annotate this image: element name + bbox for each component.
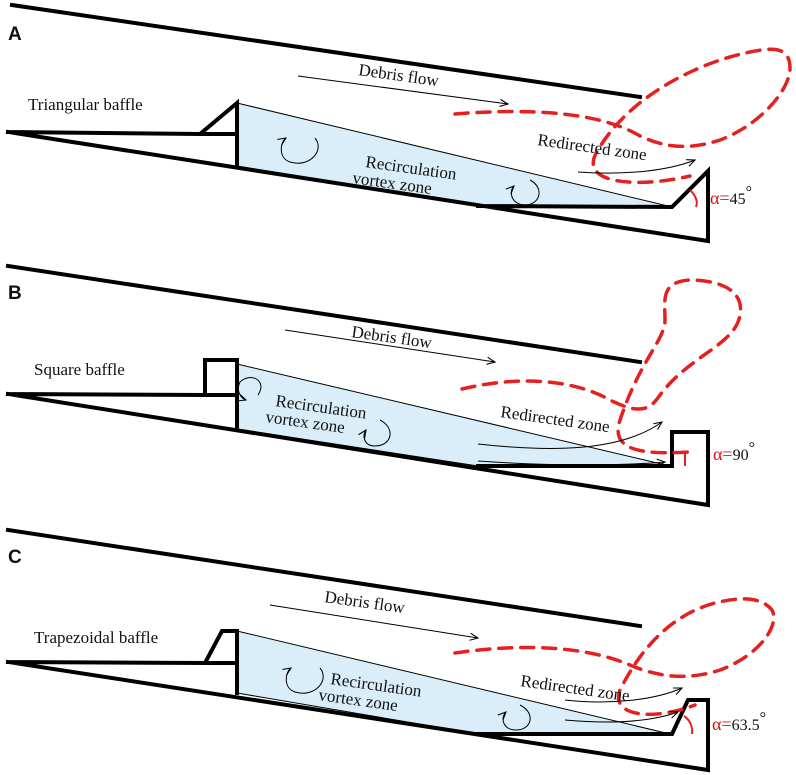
redirected-zone-outline bbox=[453, 597, 776, 717]
vortex-arrow-left bbox=[281, 138, 319, 164]
channel-outline bbox=[5, 358, 710, 508]
redirected-zone-outline bbox=[460, 278, 743, 455]
baffle-label: Square baffle bbox=[34, 360, 125, 379]
redirect-arrow bbox=[477, 422, 662, 450]
panel-letter: A bbox=[8, 24, 22, 45]
redirected-zone-label: Redirected zone bbox=[519, 671, 631, 705]
redirected-zone-outline bbox=[453, 47, 792, 185]
channel-outline bbox=[5, 629, 710, 773]
baffle-label: Triangular baffle bbox=[28, 95, 143, 114]
vortex-arrow-right bbox=[511, 179, 540, 206]
redirect-arrow bbox=[577, 160, 695, 174]
vortex-arrow-left bbox=[238, 377, 262, 400]
panel-b: B Square baffle Debris flow Recirculatio… bbox=[5, 263, 755, 508]
near-bed-arrow bbox=[477, 461, 665, 465]
upper-boundary-line bbox=[5, 263, 643, 365]
upper-boundary-line bbox=[9, 2, 643, 100]
right-angle-mark bbox=[677, 452, 686, 466]
panel-c: C Trapezoidal baffle Debris flow Recircu… bbox=[5, 527, 776, 773]
alpha-label: α=63.5° bbox=[712, 710, 766, 734]
debris-flow-arrow bbox=[269, 604, 478, 638]
alpha-label: α=90° bbox=[713, 440, 755, 464]
angle-arc bbox=[683, 715, 694, 735]
panel-letter: C bbox=[8, 547, 22, 568]
panel-a: A Triangular baffle Debris flow Recircul… bbox=[5, 2, 792, 244]
debris-flow-arrow bbox=[284, 329, 495, 362]
redirect-arrow bbox=[564, 688, 682, 703]
debris-flow-label: Debris flow bbox=[323, 587, 406, 617]
vortex-arrow-right bbox=[364, 419, 391, 447]
debris-flow-arrow bbox=[297, 75, 508, 104]
baffle-label: Trapezoidal baffle bbox=[34, 628, 158, 647]
near-bed-arrow bbox=[564, 712, 678, 723]
panel-letter: B bbox=[8, 283, 22, 304]
vortex-arrow-left bbox=[286, 668, 324, 694]
upper-boundary-line bbox=[5, 527, 643, 629]
debris-flow-label: Debris flow bbox=[350, 322, 433, 352]
vortex-arrow-right bbox=[503, 704, 531, 731]
angle-arc bbox=[689, 189, 698, 208]
alpha-label: α=45° bbox=[710, 184, 752, 208]
channel-outline bbox=[5, 98, 710, 244]
